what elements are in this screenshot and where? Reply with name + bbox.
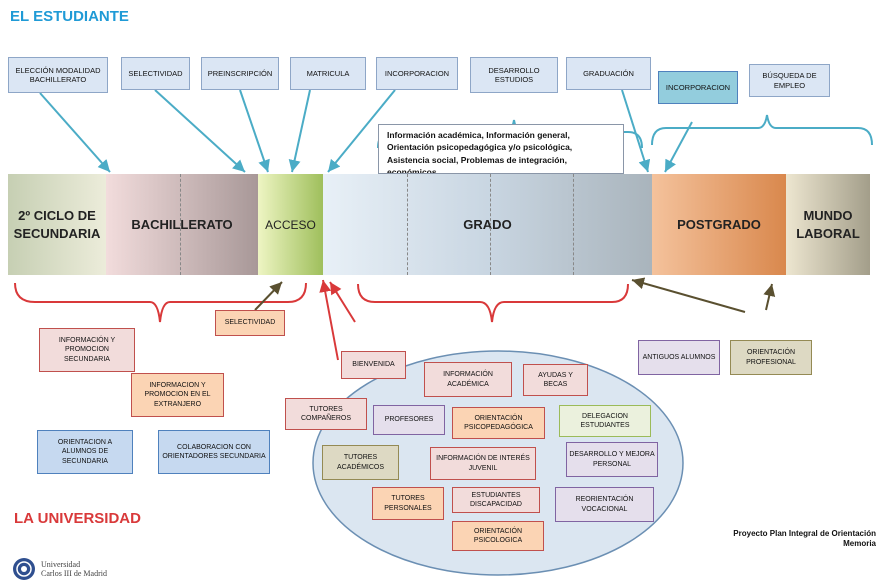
footer-line-1: Proyecto Plan Integral de Orientación	[733, 529, 876, 538]
label-desarrollo: DESARROLLO ESTUDIOS	[470, 57, 558, 93]
arrow-graduacion	[621, 89, 651, 173]
arrow-selectividad	[154, 89, 246, 173]
label-eleccion: ELECCIÓN MODALIDAD BACHILLERATO	[8, 57, 108, 93]
label-incorporacion-2: INCORPORACION	[658, 71, 738, 104]
label-info-juvenil: INFORMACIÓN DE INTERÉS JUVENIL	[430, 447, 536, 480]
arrow-orient-prof	[763, 283, 776, 311]
divider-2	[407, 174, 408, 275]
label-selectividad-bottom: SELECTIVIDAD	[215, 310, 285, 336]
arrow-selectividad-bottom	[254, 281, 283, 311]
arrow-antiguos	[631, 277, 746, 313]
segment-grado: GRADO	[323, 174, 652, 275]
footer-project: Proyecto Plan Integral de Orientación Me…	[733, 529, 876, 548]
segment-bachillerato: BACHILLERATO	[106, 174, 258, 275]
segment-postgrado: POSTGRADO	[652, 174, 786, 275]
arrow-matricula	[288, 89, 311, 173]
divider-3	[490, 174, 491, 275]
bracket-grado	[357, 283, 629, 323]
label-bienvenida: BIENVENIDA	[341, 351, 406, 379]
bracket-secundaria	[14, 282, 307, 323]
label-profesores: PROFESORES	[373, 405, 445, 435]
label-orientacion-psicologica: ORIENTACIÓN PSICOLOGICA	[452, 521, 544, 551]
label-matricula: MATRICULA	[290, 57, 366, 90]
label-orientacion-psicopedagogica: ORIENTACIÓN PSICOPEDAGÓGICA	[452, 407, 545, 439]
arrow-bienvenida-1	[319, 279, 339, 361]
label-info-academica: INFORMACIÓN ACADÉMICA	[424, 362, 512, 397]
label-delegacion: DELEGACION ESTUDIANTES	[559, 405, 651, 437]
label-busqueda: BÚSQUEDA DE EMPLEO	[749, 64, 830, 97]
label-ayudas-becas: AYUDAS Y BECAS	[523, 364, 588, 396]
label-selectividad-top: SELECTIVIDAD	[121, 57, 190, 90]
arrow-preinscripcion	[239, 89, 270, 173]
segment-acceso: ACCESO	[258, 174, 323, 275]
arrow-bienvenida-2	[329, 281, 356, 323]
logo-line-1: Universidad	[41, 559, 81, 569]
label-orientacion-alumnos: ORIENTACION A ALUMNOS DE SECUNDARIA	[37, 430, 133, 474]
label-estudiantes-discapacidad: ESTUDIANTES DISCAPACIDAD	[452, 487, 540, 513]
segment-ciclo: 2º CICLO DE SECUNDARIA	[8, 174, 106, 275]
logo-line-2: Carlos III de Madrid	[41, 569, 107, 578]
label-desarrollo-personal: DESARROLLO Y MEJORA PERSONAL	[566, 442, 658, 477]
label-incorporacion: INCORPORACION	[376, 57, 458, 90]
label-orientacion-profesional: ORIENTACIÓN PROFESIONAL	[730, 340, 812, 375]
info-text-box: Información académica, Información gener…	[378, 124, 624, 174]
university-seal-icon	[13, 558, 35, 580]
label-graduacion: GRADUACIÓN	[566, 57, 651, 90]
title-estudiante: EL ESTUDIANTE	[10, 8, 129, 25]
label-tutores-companeros: TUTORES COMPAÑEROS	[285, 398, 367, 430]
arrow-incorporacion	[327, 89, 396, 173]
divider-1	[180, 174, 181, 275]
arrow-incorporacion2	[664, 121, 693, 173]
label-colaboracion: COLABORACION CON ORIENTADORES SECUNDARIA	[158, 430, 270, 474]
university-logo: Universidad Carlos III de Madrid	[12, 557, 107, 581]
segment-mundo: MUNDO LABORAL	[786, 174, 870, 275]
label-antiguos-alumnos: ANTIGUOS ALUMNOS	[638, 340, 720, 375]
footer-line-2: Memoria	[843, 538, 876, 548]
title-universidad: LA UNIVERSIDAD	[14, 510, 141, 527]
label-tutores-personales: TUTORES PERSONALES	[372, 487, 444, 520]
bracket-busqueda	[651, 114, 873, 146]
arrow-eleccion	[39, 92, 111, 173]
divider-4	[573, 174, 574, 275]
label-info-promo-secundaria: INFORMACIÓN Y PROMOCION SECUNDARIA	[39, 328, 135, 372]
label-tutores-academicos: TUTORES ACADÉMICOS	[322, 445, 399, 480]
label-preinscripcion: PREINSCRIPCIÓN	[201, 57, 279, 90]
label-reorientacion: REORIENTACIÓN VOCACIONAL	[555, 487, 654, 522]
label-info-promo-extranjero: INFORMACION Y PROMOCION EN EL EXTRANJERO	[131, 373, 224, 417]
